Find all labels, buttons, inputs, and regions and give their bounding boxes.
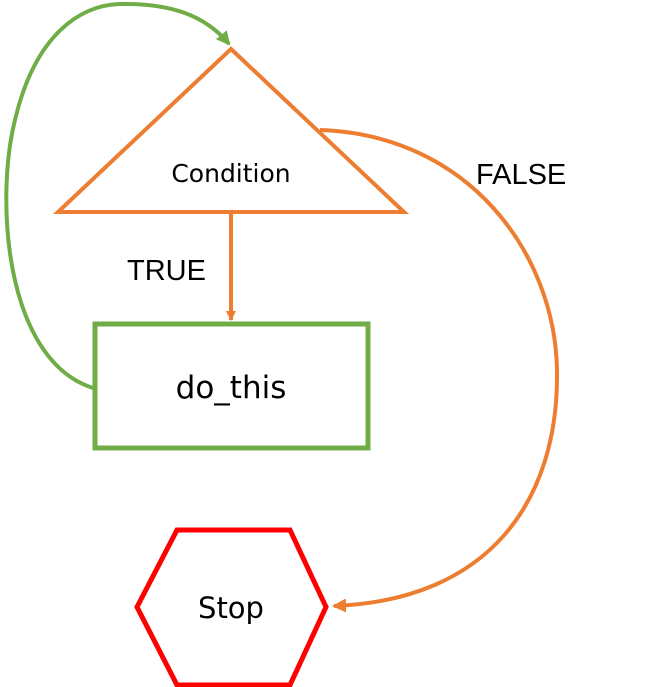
loop-edge-arrow <box>4 1 231 390</box>
do-this-node <box>92 321 371 451</box>
stop-node <box>134 527 329 687</box>
do-this-label: do_this <box>176 370 287 406</box>
condition-label: Condition <box>171 159 290 188</box>
true-edge-label: TRUE <box>127 255 206 287</box>
false-edge-label: FALSE <box>476 159 566 191</box>
false-edge-arrow <box>319 128 560 613</box>
stop-label: Stop <box>198 591 264 625</box>
